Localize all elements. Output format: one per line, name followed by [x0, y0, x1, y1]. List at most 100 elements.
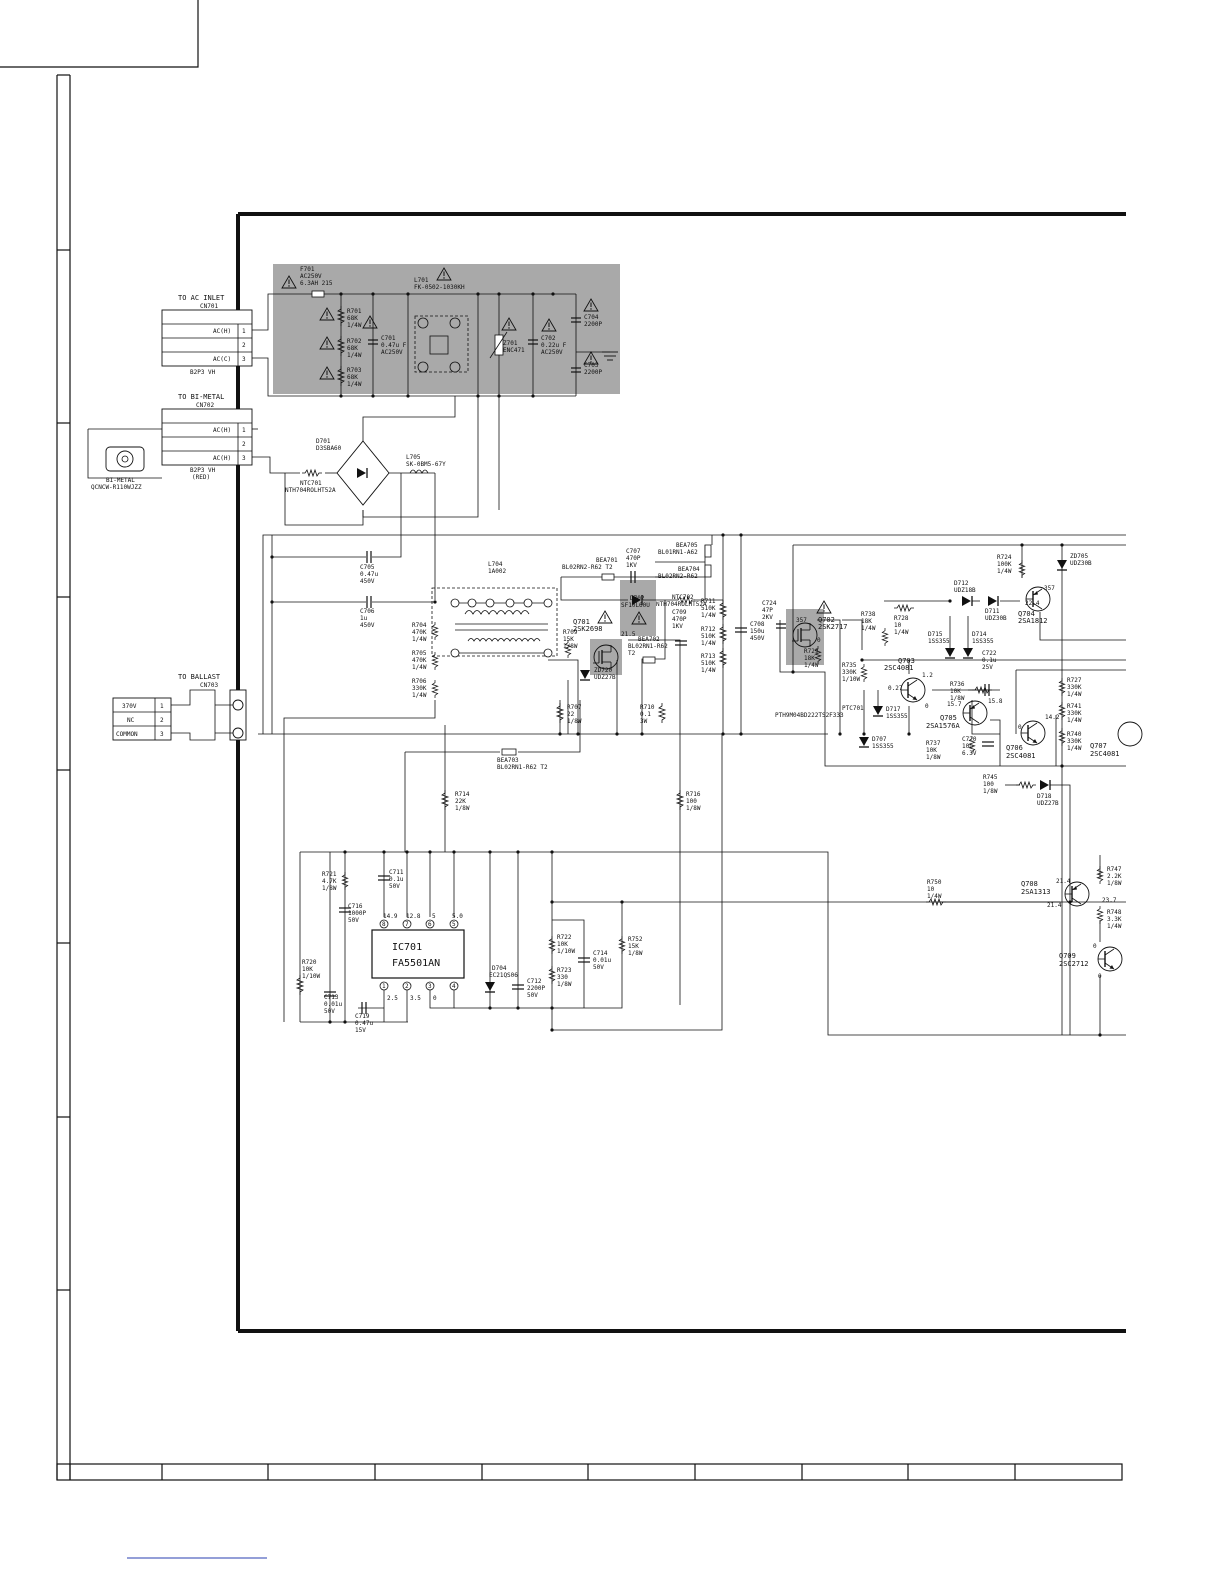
- cn701-type: B2P3 VH: [190, 369, 216, 376]
- cn702-pin1-label: AC(H): [213, 427, 231, 434]
- ic701-pin7: 7: [405, 921, 409, 928]
- cn703-pin2-label: NC: [127, 717, 135, 724]
- cn701-ref: CN701: [200, 303, 218, 310]
- cn702-connector: TO BI-METAL CN702 AC(H) 1 2 AC(H) 3 B2P3…: [161, 393, 253, 481]
- cn701-pin1-num: 1: [242, 328, 246, 335]
- voltage-q706-collector: 14.2: [1045, 714, 1060, 721]
- cn701-pin3-num: 3: [242, 356, 246, 363]
- cn702-type2: (RED): [192, 474, 210, 481]
- cn702-title: TO BI-METAL: [178, 393, 224, 401]
- voltage-q703-base: 0.27: [888, 685, 903, 692]
- ic701-pin8: 8: [382, 921, 386, 928]
- ic701-ref: IC701: [392, 942, 422, 953]
- wiring: [87, 293, 1126, 1036]
- bimetal-part: QCNCW-R110WJZZ: [91, 484, 142, 491]
- voltage-q704-emitter: 357: [1044, 585, 1055, 592]
- cn703-pin3-num: 3: [160, 731, 164, 738]
- cn702-pin3-label: AC(H): [213, 455, 231, 462]
- voltage-q709-emitter: 0: [1098, 973, 1102, 980]
- ic701: IC701 FA5501AN 8 7 6 5 1 2 3 4 14.9 12.8…: [371, 913, 465, 1002]
- voltage-q702-source: 0: [817, 637, 821, 644]
- ic701-volt-3: 0: [433, 995, 437, 1002]
- ic701-volt-8: 14.9: [383, 913, 398, 920]
- ic701-pin1: 1: [382, 983, 386, 990]
- cn701-title: TO AC INLET: [178, 294, 225, 302]
- voltage-q708-base: 21.4: [1056, 878, 1071, 885]
- ic701-volt-7: 12.8: [406, 913, 421, 920]
- cn703-connector: TO BALLAST CN703 370V 1 NC 2 COMMON 3: [112, 673, 247, 741]
- cn703-pin1-num: 1: [160, 703, 164, 710]
- voltage-q701-gate: 21.5: [621, 631, 636, 638]
- cn701-pin2-num: 2: [242, 342, 246, 349]
- component-symbols: [281, 267, 1143, 1014]
- ic701-volt-1: 2.5: [387, 995, 398, 1002]
- junction-dots: [270, 292, 1102, 1037]
- ic701-volt-2: 3.5: [410, 995, 421, 1002]
- voltage-q703-emitter: 0: [925, 703, 929, 710]
- ic701-pin5: 5: [452, 921, 456, 928]
- board-outline: [236, 212, 1126, 1333]
- cn703-ref: CN703: [200, 682, 218, 689]
- cn702-type: B2P3 VH: [190, 467, 216, 474]
- cn701-pin1-label: AC(H): [213, 328, 231, 335]
- sheet-frame: [0, 0, 1123, 1481]
- ic701-pin4: 4: [452, 983, 456, 990]
- bimetal-switch: BI-METAL QCNCW-R110WJZZ: [91, 446, 145, 491]
- voltage-q705-base: 15.7: [947, 701, 962, 708]
